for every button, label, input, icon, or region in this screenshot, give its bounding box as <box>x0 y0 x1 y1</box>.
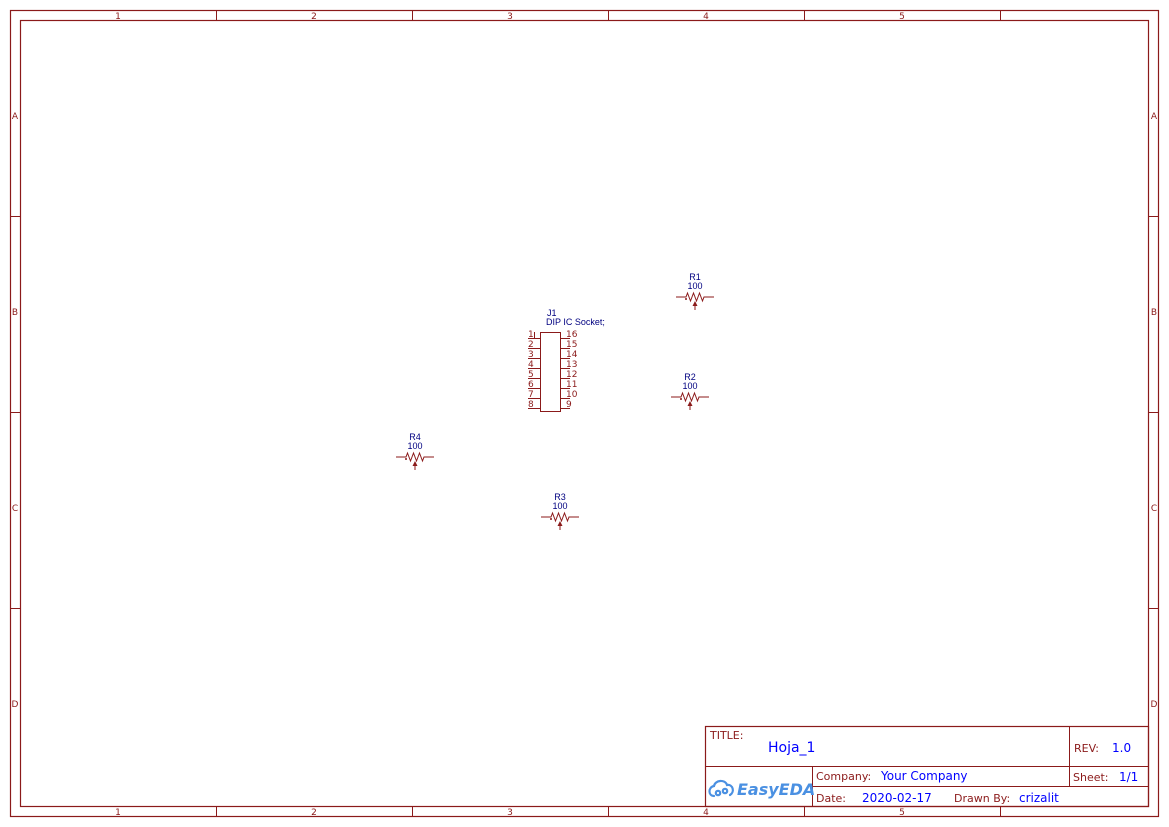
r3-value: 100 <box>552 501 567 511</box>
j1-value: DIP IC Socket; <box>546 317 605 327</box>
pin-number: 9 <box>566 400 572 410</box>
row-label: A <box>1151 112 1158 122</box>
column-label: 1 <box>115 808 121 818</box>
column-label: 4 <box>703 12 709 22</box>
company-label: Company: <box>816 770 871 783</box>
sheet-value: 1/1 <box>1119 770 1138 784</box>
pin-number: 16 <box>566 330 578 340</box>
sheet-label: Sheet: <box>1073 771 1109 784</box>
potentiometer-icon <box>671 391 709 403</box>
company-value: Your Company <box>880 769 968 783</box>
potentiometer-icon <box>676 291 714 303</box>
j1-left-pins <box>528 332 540 409</box>
bottom-zone-ruler: 1 2 3 4 5 <box>115 806 1001 818</box>
logo-text: EasyEDA <box>737 780 815 799</box>
r1-designator: R1 <box>689 272 701 282</box>
cloud-link-icon <box>708 779 734 798</box>
title-value: Hoja_1 <box>768 740 815 756</box>
pin-number: 1 <box>528 330 534 340</box>
component-r2[interactable]: R2 100 <box>671 372 709 410</box>
pin-number: 7 <box>528 390 534 400</box>
top-zone-ruler: 1 2 3 4 5 <box>115 10 1001 22</box>
j1-right-pins <box>560 338 570 409</box>
r4-designator: R4 <box>409 432 421 442</box>
pin-number: 15 <box>566 340 577 350</box>
outer-frame <box>9 9 1160 818</box>
r2-designator: R2 <box>684 372 696 382</box>
drawn-by-value: crizalit <box>1019 791 1059 805</box>
j1-designator: J1 <box>547 308 557 318</box>
easyeda-logo: EasyEDA <box>708 779 815 799</box>
wiper-arrow-icon <box>412 461 418 466</box>
wiper-arrow-icon <box>557 521 563 526</box>
component-r3[interactable]: R3 100 <box>541 492 579 530</box>
column-label: 1 <box>115 12 121 22</box>
r3-designator: R3 <box>554 492 566 502</box>
pin-number: 14 <box>566 350 578 360</box>
inner-frame <box>19 19 1150 808</box>
row-label: C <box>12 504 18 514</box>
pin-number: 6 <box>528 380 534 390</box>
pin-number: 13 <box>566 360 577 370</box>
pin-number: 5 <box>528 370 534 380</box>
rev-label: REV: <box>1074 742 1099 755</box>
column-label: 3 <box>507 12 513 22</box>
pin-number: 10 <box>566 390 578 400</box>
wiper-arrow-icon <box>692 301 698 306</box>
pin-number: 4 <box>528 360 534 370</box>
date-label: Date: <box>816 792 846 805</box>
column-label: 4 <box>703 808 709 818</box>
component-j1[interactable]: J1 DIP IC Socket; 1 2 3 4 5 6 7 8 <box>528 308 605 412</box>
column-label: 3 <box>507 808 513 818</box>
column-label: 2 <box>311 808 317 818</box>
component-r1[interactable]: R1 100 <box>676 272 714 310</box>
pin-number: 2 <box>528 340 534 350</box>
date-value: 2020-02-17 <box>862 791 932 805</box>
pin-number: 3 <box>528 350 534 360</box>
r2-value: 100 <box>682 381 697 391</box>
r1-value: 100 <box>687 281 702 291</box>
potentiometer-icon <box>541 511 579 523</box>
title-block: TITLE: Hoja_1 REV: 1.0 Company: Your Com… <box>704 725 1150 808</box>
row-label: D <box>1151 700 1158 710</box>
row-label: B <box>12 308 18 318</box>
pin-number: 12 <box>566 370 577 380</box>
row-label: C <box>1151 504 1157 514</box>
title-label: TITLE: <box>709 729 743 742</box>
column-label: 5 <box>899 12 905 22</box>
potentiometer-icon <box>396 451 434 463</box>
column-label: 5 <box>899 808 905 818</box>
row-label: D <box>12 700 19 710</box>
left-zone-ruler: A B C D <box>10 112 20 710</box>
pin-number: 8 <box>528 400 534 410</box>
r4-value: 100 <box>407 441 422 451</box>
component-r4[interactable]: R4 100 <box>396 432 434 470</box>
row-label: B <box>1151 308 1157 318</box>
column-label: 2 <box>311 12 317 22</box>
right-zone-ruler: A B C D <box>1148 112 1158 710</box>
row-label: A <box>12 112 19 122</box>
drawn-by-label: Drawn By: <box>954 792 1010 805</box>
wiper-arrow-icon <box>687 401 693 406</box>
rev-value: 1.0 <box>1112 741 1131 755</box>
pin-number: 11 <box>566 380 577 390</box>
ic-body <box>540 332 561 412</box>
